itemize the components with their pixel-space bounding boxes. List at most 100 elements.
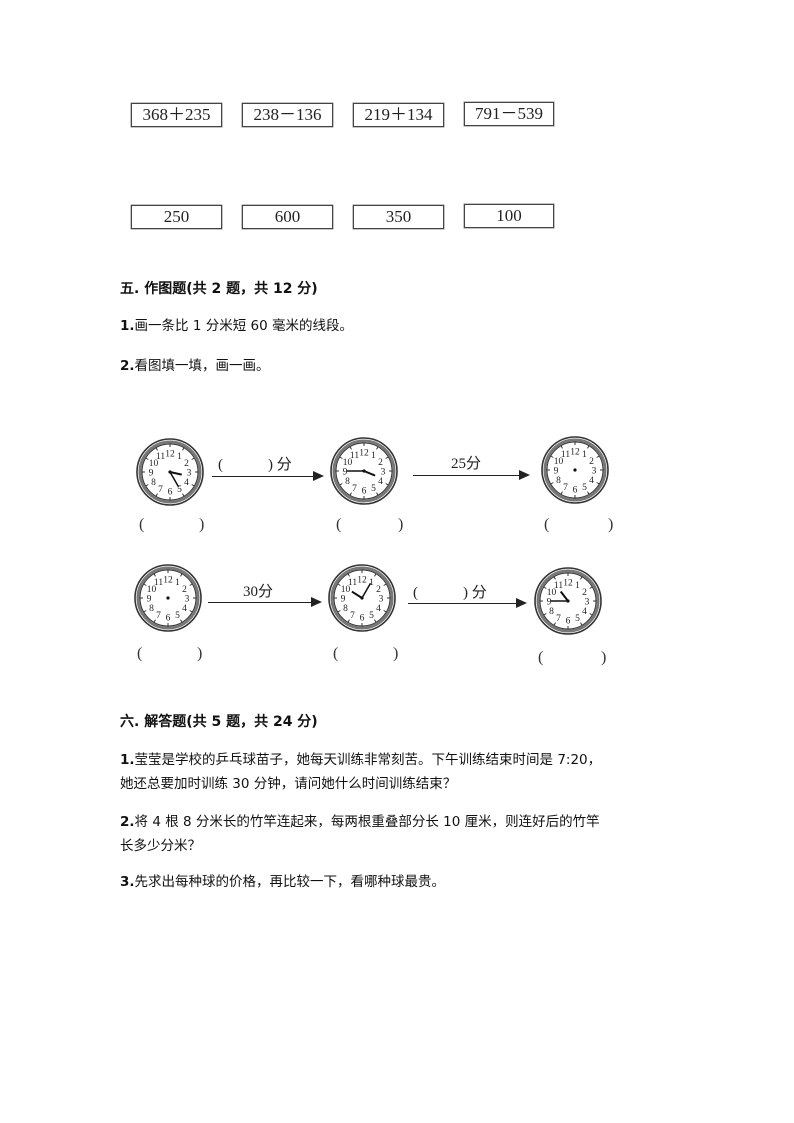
question-text: 先求出每种球的价格，再比较一下，看哪种球最贵。 — [134, 874, 446, 890]
svg-text:4: 4 — [378, 477, 383, 487]
answer-blank[interactable]: ( — [139, 516, 145, 533]
svg-text:5: 5 — [369, 611, 374, 621]
answer-blank[interactable]: ) — [601, 649, 607, 666]
svg-text:10: 10 — [149, 459, 159, 469]
svg-text:10: 10 — [147, 585, 157, 595]
svg-text:9: 9 — [547, 598, 552, 608]
arrow — [212, 471, 324, 481]
svg-text:11: 11 — [561, 450, 570, 460]
question-number: 2. — [120, 814, 135, 830]
arrow-label: 30分 — [243, 584, 274, 600]
answer-blank[interactable]: ( — [336, 516, 342, 533]
expression-box: 791－539 — [464, 102, 554, 126]
svg-text:9: 9 — [341, 595, 346, 605]
svg-text:6: 6 — [168, 488, 173, 498]
question-text: 看图填一填，画一画。 — [134, 358, 270, 374]
svg-text:2: 2 — [378, 458, 383, 468]
answer-blank[interactable]: ) — [199, 516, 205, 533]
svg-text:4: 4 — [589, 476, 594, 486]
svg-text:6: 6 — [573, 486, 578, 496]
arrow-label: 25分 — [451, 456, 482, 472]
svg-text:11: 11 — [554, 581, 563, 591]
answer-blank[interactable]: ) — [608, 516, 614, 533]
arrow — [413, 470, 530, 480]
svg-text:4: 4 — [376, 604, 381, 614]
svg-text:7: 7 — [350, 611, 355, 621]
expression-box: 368＋235 — [131, 103, 222, 127]
svg-text:8: 8 — [343, 604, 348, 614]
svg-text:10: 10 — [554, 457, 564, 467]
svg-text:11: 11 — [350, 451, 359, 461]
question-5-1: 1.画一条比 1 分米短 60 毫米的线段。 — [120, 314, 353, 338]
svg-text:1: 1 — [582, 450, 587, 460]
svg-text:8: 8 — [549, 607, 554, 617]
question-number: 3. — [120, 874, 135, 890]
svg-text:3: 3 — [379, 595, 384, 605]
svg-text:2: 2 — [184, 459, 189, 469]
svg-text:6: 6 — [566, 617, 571, 627]
question-text: 长多少分米？ — [120, 838, 201, 854]
svg-text:5: 5 — [371, 484, 376, 494]
answer-blank[interactable]: ( — [333, 645, 339, 662]
estimate-box: 250 — [131, 205, 222, 229]
svg-text:11: 11 — [154, 578, 163, 588]
answer-blank[interactable]: ( — [137, 645, 143, 662]
svg-text:12: 12 — [357, 576, 367, 586]
svg-text:1: 1 — [175, 578, 180, 588]
arrow — [208, 597, 322, 607]
svg-text:3: 3 — [187, 469, 192, 479]
svg-text:12: 12 — [563, 579, 573, 589]
svg-text:7: 7 — [158, 485, 163, 495]
estimate-box: 100 — [464, 204, 554, 228]
svg-text:9: 9 — [147, 595, 152, 605]
svg-text:6: 6 — [362, 487, 367, 497]
svg-text:3: 3 — [592, 467, 597, 477]
svg-text:5: 5 — [175, 611, 180, 621]
expression-box: 219＋134 — [353, 103, 444, 127]
answer-blank[interactable]: ) — [197, 645, 203, 662]
svg-text:12: 12 — [359, 449, 369, 459]
svg-text:9: 9 — [554, 467, 559, 477]
svg-text:4: 4 — [182, 604, 187, 614]
svg-text:5: 5 — [582, 483, 587, 493]
svg-text:8: 8 — [149, 604, 154, 614]
svg-text:8: 8 — [556, 476, 561, 486]
question-number: 1. — [120, 752, 135, 768]
estimate-box: 600 — [242, 205, 333, 229]
question-6-1: 1.莹莹是学校的乒乓球苗子，她每天训练非常刻苦。下午训练结束时间是 7:20， … — [120, 748, 601, 796]
svg-text:2: 2 — [582, 588, 587, 598]
arrow-label: ( ) 分 — [413, 585, 487, 601]
svg-text:7: 7 — [556, 614, 561, 624]
svg-text:3: 3 — [185, 595, 190, 605]
svg-text:5: 5 — [177, 485, 182, 495]
svg-text:4: 4 — [582, 607, 587, 617]
question-text: 她还总要加时训练 30 分钟，请问她什么时间训练结束？ — [120, 776, 457, 792]
section-6-title: 六. 解答题(共 5 题，共 24 分) — [120, 714, 318, 730]
svg-text:5: 5 — [575, 614, 580, 624]
svg-text:4: 4 — [184, 478, 189, 488]
svg-text:1: 1 — [575, 581, 580, 591]
svg-text:7: 7 — [563, 483, 568, 493]
question-text: 将 4 根 8 分米长的竹竿连起来，每两根重叠部分长 10 厘米，则连好后的竹竿 — [134, 814, 600, 830]
answer-blank[interactable]: ) — [393, 645, 399, 662]
question-6-2: 2.将 4 根 8 分米长的竹竿连起来，每两根重叠部分长 10 厘米，则连好后的… — [120, 810, 600, 858]
arrow-label: ( ) 分 — [218, 457, 292, 473]
svg-text:10: 10 — [341, 585, 351, 595]
answer-blank[interactable]: ( — [544, 516, 550, 533]
svg-text:1: 1 — [369, 578, 374, 588]
answer-blank[interactable]: ) — [398, 516, 404, 533]
svg-text:3: 3 — [585, 598, 590, 608]
svg-text:12: 12 — [163, 576, 173, 586]
svg-text:10: 10 — [343, 458, 353, 468]
svg-text:10: 10 — [547, 588, 557, 598]
svg-text:2: 2 — [376, 585, 381, 595]
svg-text:6: 6 — [360, 614, 365, 624]
svg-text:11: 11 — [348, 578, 357, 588]
question-number: 1. — [120, 318, 135, 334]
answer-blank[interactable]: ( — [538, 649, 544, 666]
